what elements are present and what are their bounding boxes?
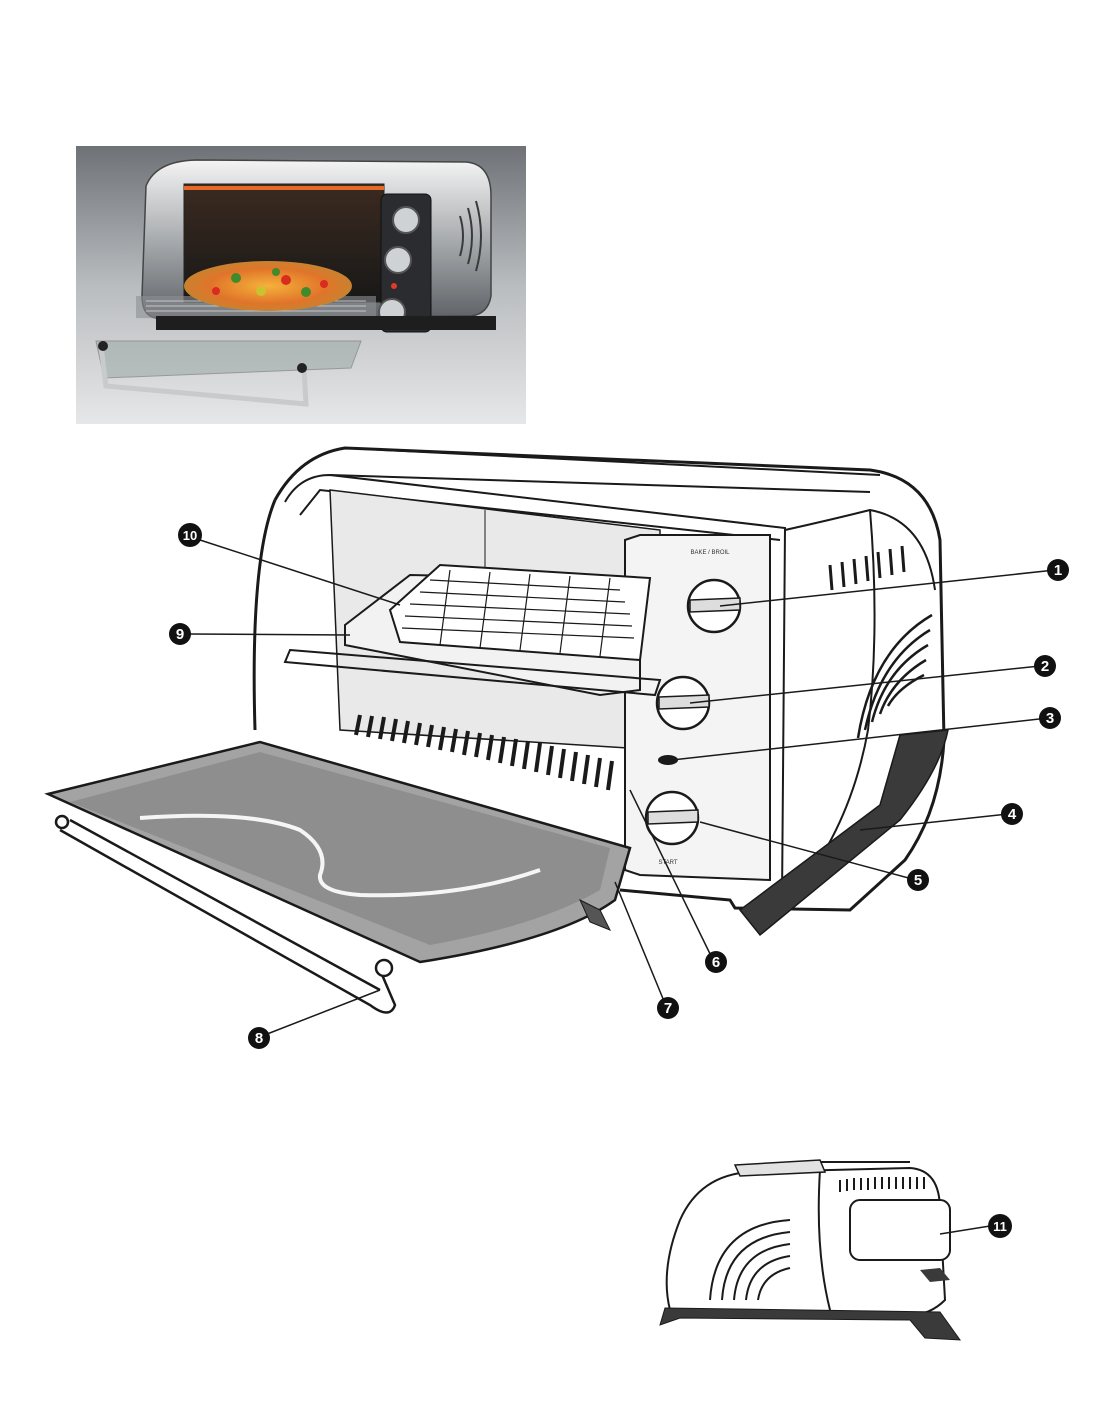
back-view: 11	[640, 1150, 1080, 1350]
back-view-svg: 11	[640, 1150, 1080, 1350]
callout-4: 4	[1001, 803, 1023, 825]
product-photo	[76, 146, 526, 424]
svg-text:6: 6	[712, 954, 720, 971]
svg-text:2: 2	[1041, 658, 1049, 675]
svg-text:5: 5	[914, 872, 922, 889]
callout-10: 10	[178, 523, 202, 547]
callout-7: 7	[657, 997, 679, 1019]
callout-11: 11	[988, 1214, 1012, 1238]
svg-text:7: 7	[664, 1000, 672, 1017]
callout-2: 2	[1034, 655, 1056, 677]
callout-1: 1	[1047, 559, 1069, 581]
callout-8: 8	[248, 1027, 270, 1049]
svg-text:3: 3	[1046, 710, 1054, 727]
oven-door	[48, 742, 630, 962]
svg-text:11: 11	[993, 1219, 1007, 1234]
toaster-oven-photo	[76, 146, 526, 424]
knob-top-label: BAKE / BROIL	[690, 550, 730, 556]
callout-9: 9	[169, 623, 191, 645]
diagram-svg: BAKE / BROIL START	[0, 430, 1108, 1080]
callout-6: 6	[705, 951, 727, 973]
svg-text:10: 10	[183, 528, 197, 543]
svg-text:9: 9	[176, 626, 184, 643]
callout-3: 3	[1039, 707, 1061, 729]
callout-5: 5	[907, 869, 929, 891]
svg-text:4: 4	[1008, 806, 1017, 823]
svg-text:1: 1	[1054, 562, 1062, 579]
knob-middle	[657, 677, 709, 729]
knob-bottom-label: START	[658, 860, 677, 866]
toaster-oven-diagram: BAKE / BROIL START	[0, 430, 1108, 1080]
svg-text:8: 8	[255, 1030, 263, 1047]
oven-base	[740, 730, 948, 935]
